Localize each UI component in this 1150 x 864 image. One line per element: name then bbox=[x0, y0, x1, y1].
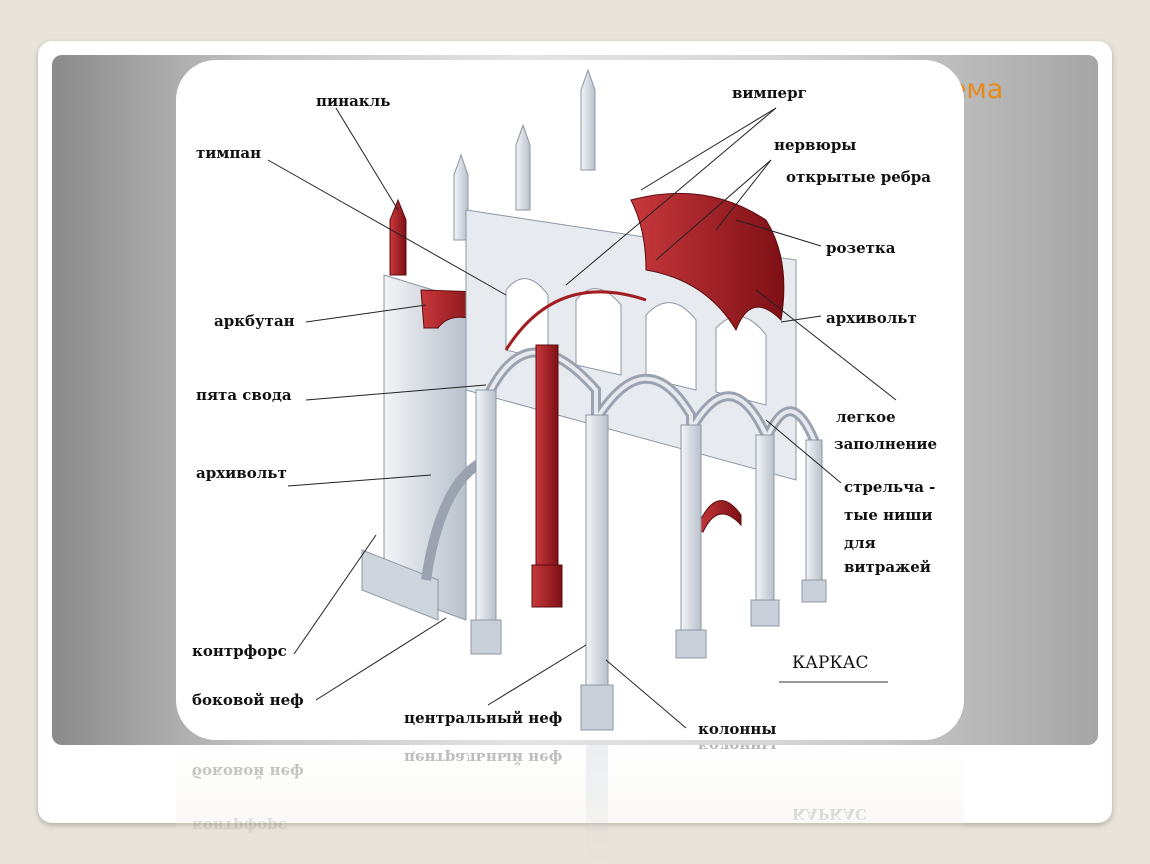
columns bbox=[470, 344, 827, 731]
label-central-nave: центральный неф bbox=[404, 709, 562, 727]
diagram-svg: пинакль тимпан аркбутан пята свода архив… bbox=[192, 68, 937, 738]
red-niche bbox=[695, 500, 742, 533]
card-reflection: боковой неф центральный неф колонны КАРК… bbox=[176, 745, 964, 864]
label-niches-2: тые ниши bbox=[844, 506, 932, 524]
label-tympanum: тимпан bbox=[196, 144, 261, 162]
label-flying-buttress: аркбутан bbox=[214, 312, 295, 330]
rib-vault bbox=[630, 192, 785, 332]
label-light-fill-2: заполнение bbox=[834, 435, 937, 453]
label-open-ribs: открытые ребра bbox=[786, 168, 931, 186]
leader-lines bbox=[267, 107, 897, 729]
label-vault-springer: пята свода bbox=[196, 386, 292, 404]
label-ribs: нервюры bbox=[774, 136, 856, 154]
label-niches-3: для bbox=[844, 534, 876, 552]
label-niches-4: витражей bbox=[844, 558, 931, 576]
label-niches-1: стрельча - bbox=[844, 478, 935, 496]
label-side-nave: боковой неф bbox=[192, 691, 304, 709]
pinnacles bbox=[389, 68, 596, 276]
diagram-caption: КАРКАС bbox=[792, 653, 869, 673]
label-pinnacle: пинакль bbox=[316, 92, 390, 110]
label-buttress: контрфорс bbox=[192, 642, 287, 660]
buttress-wall bbox=[361, 274, 467, 621]
label-archivolt-left: архивольт bbox=[196, 464, 287, 482]
reflection-fade bbox=[176, 745, 964, 864]
red-rib bbox=[504, 290, 647, 351]
label-archivolt-right: архивольт bbox=[826, 309, 917, 327]
label-wimperg: вимперг bbox=[732, 84, 807, 102]
label-light-fill-1: легкое bbox=[836, 408, 896, 426]
label-rosette: розетка bbox=[826, 239, 896, 257]
gothic-frame-diagram: пинакль тимпан аркбутан пята свода архив… bbox=[176, 60, 964, 740]
label-columns: колонны bbox=[698, 720, 776, 738]
reflect-column bbox=[586, 745, 608, 864]
